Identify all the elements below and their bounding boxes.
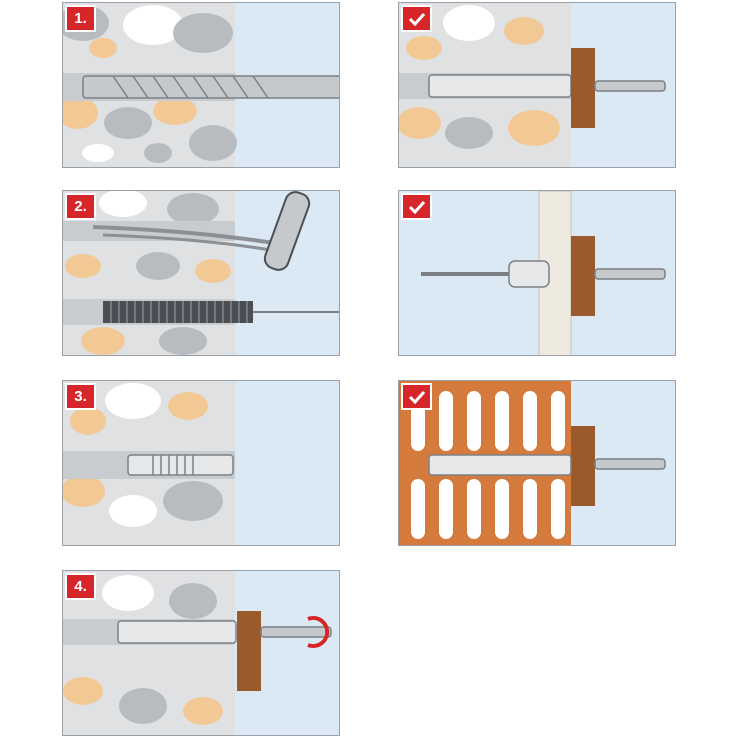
step-badge: 1. [67, 7, 94, 30]
screw-fastening-illustration [63, 571, 339, 735]
checkmark-icon [403, 385, 430, 408]
plasterboard-fixing-illustration [399, 191, 675, 355]
hole-cleaning-illustration [63, 191, 339, 355]
step-badge: 3. [67, 385, 94, 408]
masonry-fixing-illustration [399, 3, 675, 167]
step-2-panel: 2. [62, 190, 340, 356]
perforated-brick-fixing-illustration [399, 381, 675, 545]
anchor-insertion-illustration [63, 381, 339, 545]
result-plasterboard-panel [398, 190, 676, 356]
result-masonry-panel [398, 2, 676, 168]
masonry-drilling-illustration [63, 3, 339, 167]
step-3-panel: 3. [62, 380, 340, 546]
step-1-panel: 1. [62, 2, 340, 168]
step-badge: 2. [67, 195, 94, 218]
result-perforated-brick-panel [398, 380, 676, 546]
checkmark-icon [403, 195, 430, 218]
step-4-panel: 4. [62, 570, 340, 736]
step-badge: 4. [67, 575, 94, 598]
checkmark-icon [403, 7, 430, 30]
